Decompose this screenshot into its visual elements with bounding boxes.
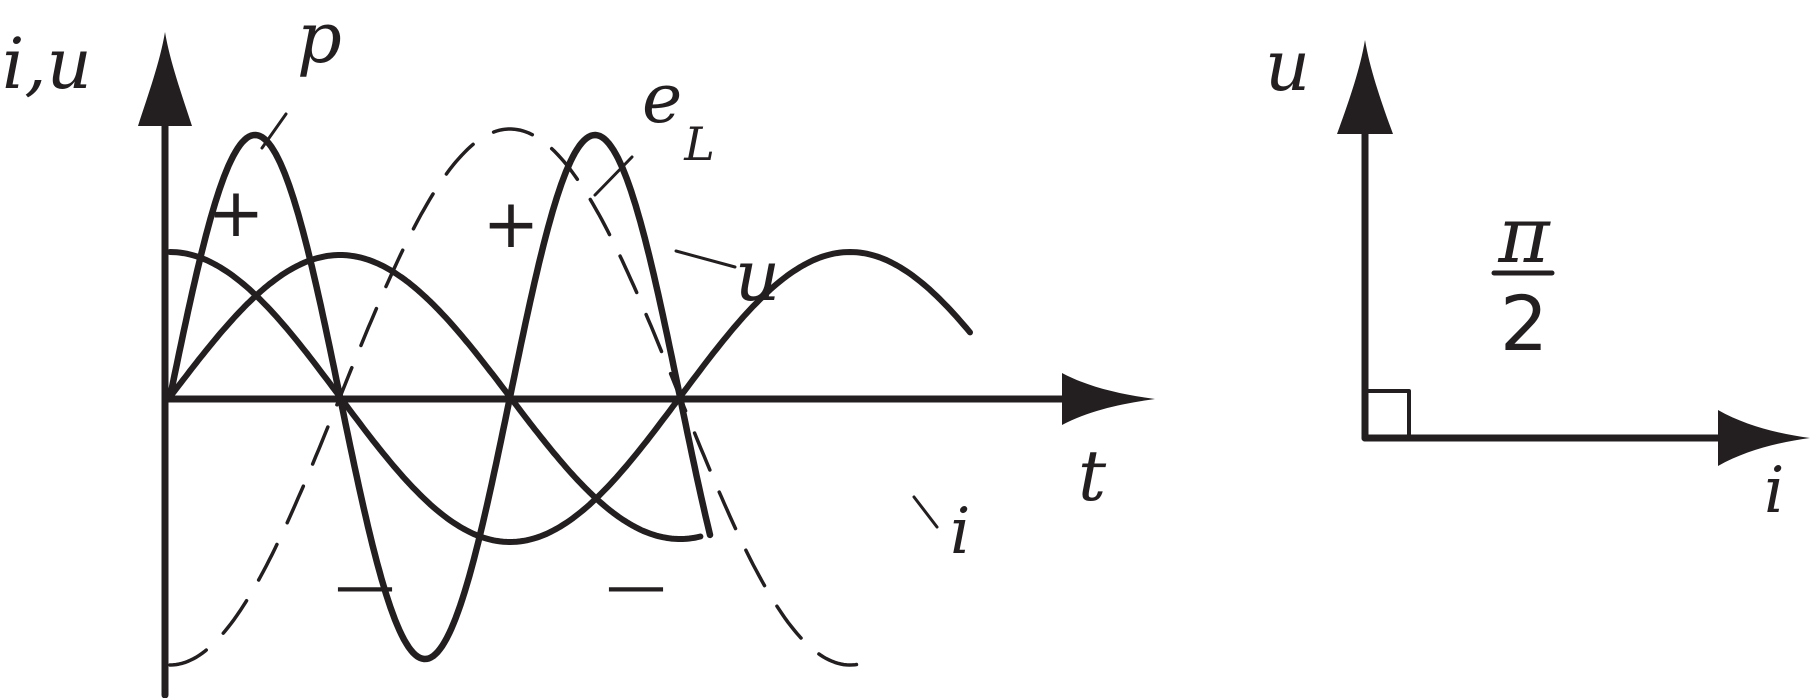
curve-i	[167, 249, 973, 545]
waveform-plot: i,u p eL u i t + + — —	[2, 0, 1155, 698]
y-axis-label: i,u	[2, 23, 92, 105]
sign-minus-1: —	[335, 551, 395, 621]
sign-plus-1: +	[208, 174, 265, 253]
sign-minus-2: —	[606, 551, 666, 621]
right-angle-marker	[1363, 389, 1411, 440]
label-p: p	[297, 0, 342, 79]
curve-u	[167, 252, 704, 542]
leader-p	[260, 112, 288, 150]
sign-plus-2: +	[483, 185, 540, 264]
label-i: i	[950, 495, 970, 569]
angle-denominator: 2	[1500, 279, 1548, 368]
phasor-u-label: u	[1265, 25, 1310, 107]
leader-i	[912, 495, 939, 529]
curve-p	[166, 131, 714, 663]
curve-e-l	[168, 127, 872, 667]
leader-u	[674, 249, 737, 269]
label-e-l: eL	[642, 60, 715, 171]
phasor-diagram: u i π 2	[1265, 25, 1810, 528]
x-axis-label: t	[1078, 435, 1107, 517]
phasor-u-arrowhead	[1337, 40, 1393, 134]
phasor-i-arrowhead	[1718, 410, 1810, 466]
label-u: u	[735, 235, 780, 317]
y-axis-arrowhead	[138, 32, 192, 126]
leader-e-l	[593, 155, 634, 197]
phasor-i-label: i	[1764, 454, 1784, 528]
angle-numerator: π	[1497, 191, 1551, 281]
x-axis-arrowhead	[1062, 373, 1155, 425]
